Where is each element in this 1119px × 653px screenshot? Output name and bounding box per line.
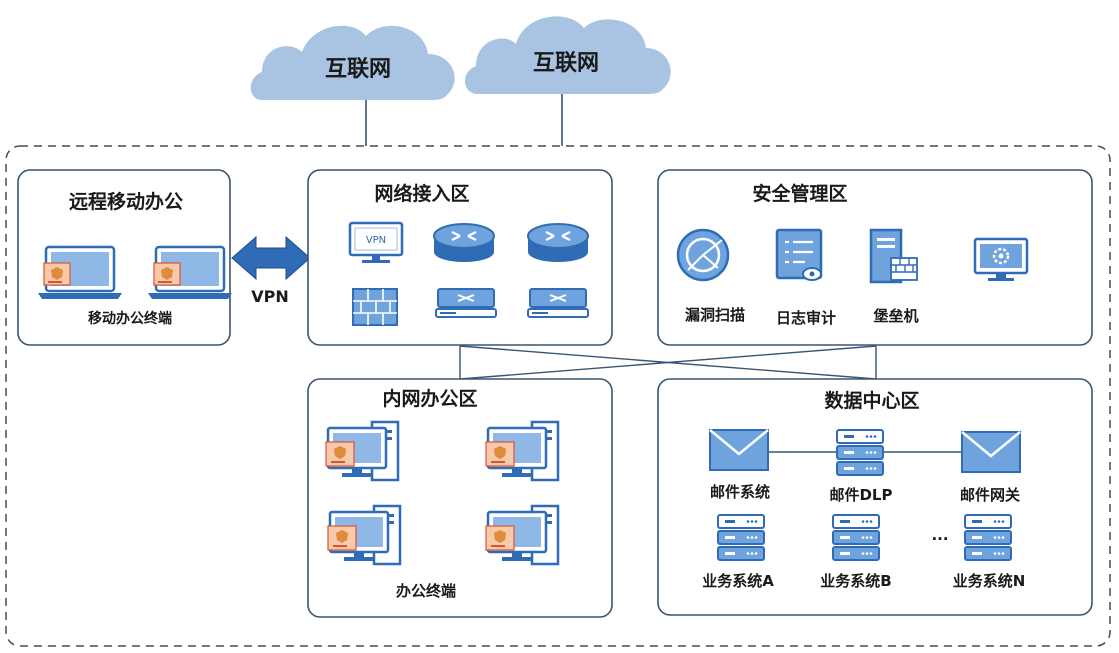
zone-datacenter-title: 数据中心区 xyxy=(824,389,919,412)
mail-icon xyxy=(708,428,770,472)
vulnerability-scan-icon xyxy=(676,228,730,282)
router-icon xyxy=(432,222,496,264)
zone-remote xyxy=(17,169,231,346)
security-item-label: 日志审计 xyxy=(776,309,836,327)
server-icon xyxy=(832,514,880,561)
vpn-device-text: VPN xyxy=(366,235,386,246)
zone-remote-title: 远程移动办公 xyxy=(69,190,183,213)
server-icon xyxy=(836,429,884,476)
zone-interconnect xyxy=(459,345,877,380)
bastion-host-icon xyxy=(869,228,918,284)
cloud-label: 互联网 xyxy=(325,57,391,82)
switch-icon xyxy=(435,288,497,318)
vpn-arrow-icon xyxy=(231,235,311,281)
laptop-icon xyxy=(146,245,234,301)
vpn-device-icon: VPN xyxy=(348,221,404,263)
datacenter-label: 业务系统B xyxy=(820,572,891,590)
mail-icon xyxy=(960,430,1022,474)
zone-intranet xyxy=(307,378,613,618)
datacenter-label: 业务系统N xyxy=(953,572,1026,590)
datacenter-label: 邮件系统 xyxy=(710,483,770,501)
log-audit-icon xyxy=(775,228,823,281)
security-item-label: 堡垒机 xyxy=(873,307,918,325)
datacenter-label: 邮件DLP xyxy=(829,486,892,504)
zone-intranet-caption: 办公终端 xyxy=(396,582,456,600)
server-icon xyxy=(717,514,765,561)
zone-intranet-title: 内网办公区 xyxy=(382,387,477,410)
zone-security-title: 安全管理区 xyxy=(752,182,847,205)
firewall-icon xyxy=(352,288,398,326)
datacenter-label: 邮件网关 xyxy=(960,486,1020,504)
zone-remote-caption: 移动办公终端 xyxy=(88,310,172,327)
config-monitor-icon xyxy=(973,237,1029,281)
server-icon xyxy=(964,514,1012,561)
vpn-link-label: VPN xyxy=(251,287,289,306)
zone-access-title: 网络接入区 xyxy=(374,182,469,205)
security-item-label: 漏洞扫描 xyxy=(685,306,745,324)
switch-icon xyxy=(527,288,589,318)
router-icon xyxy=(526,222,590,264)
datacenter-label: 业务系统A xyxy=(702,572,774,590)
cloud-internet-2: 互联网 xyxy=(464,16,671,94)
intranet-boundary xyxy=(5,145,1111,647)
cloud-internet-1: 互联网 xyxy=(250,25,455,101)
laptop-icon xyxy=(36,245,124,301)
more-systems-ellipsis: ... xyxy=(931,526,948,544)
cloud-label: 互联网 xyxy=(533,51,599,76)
